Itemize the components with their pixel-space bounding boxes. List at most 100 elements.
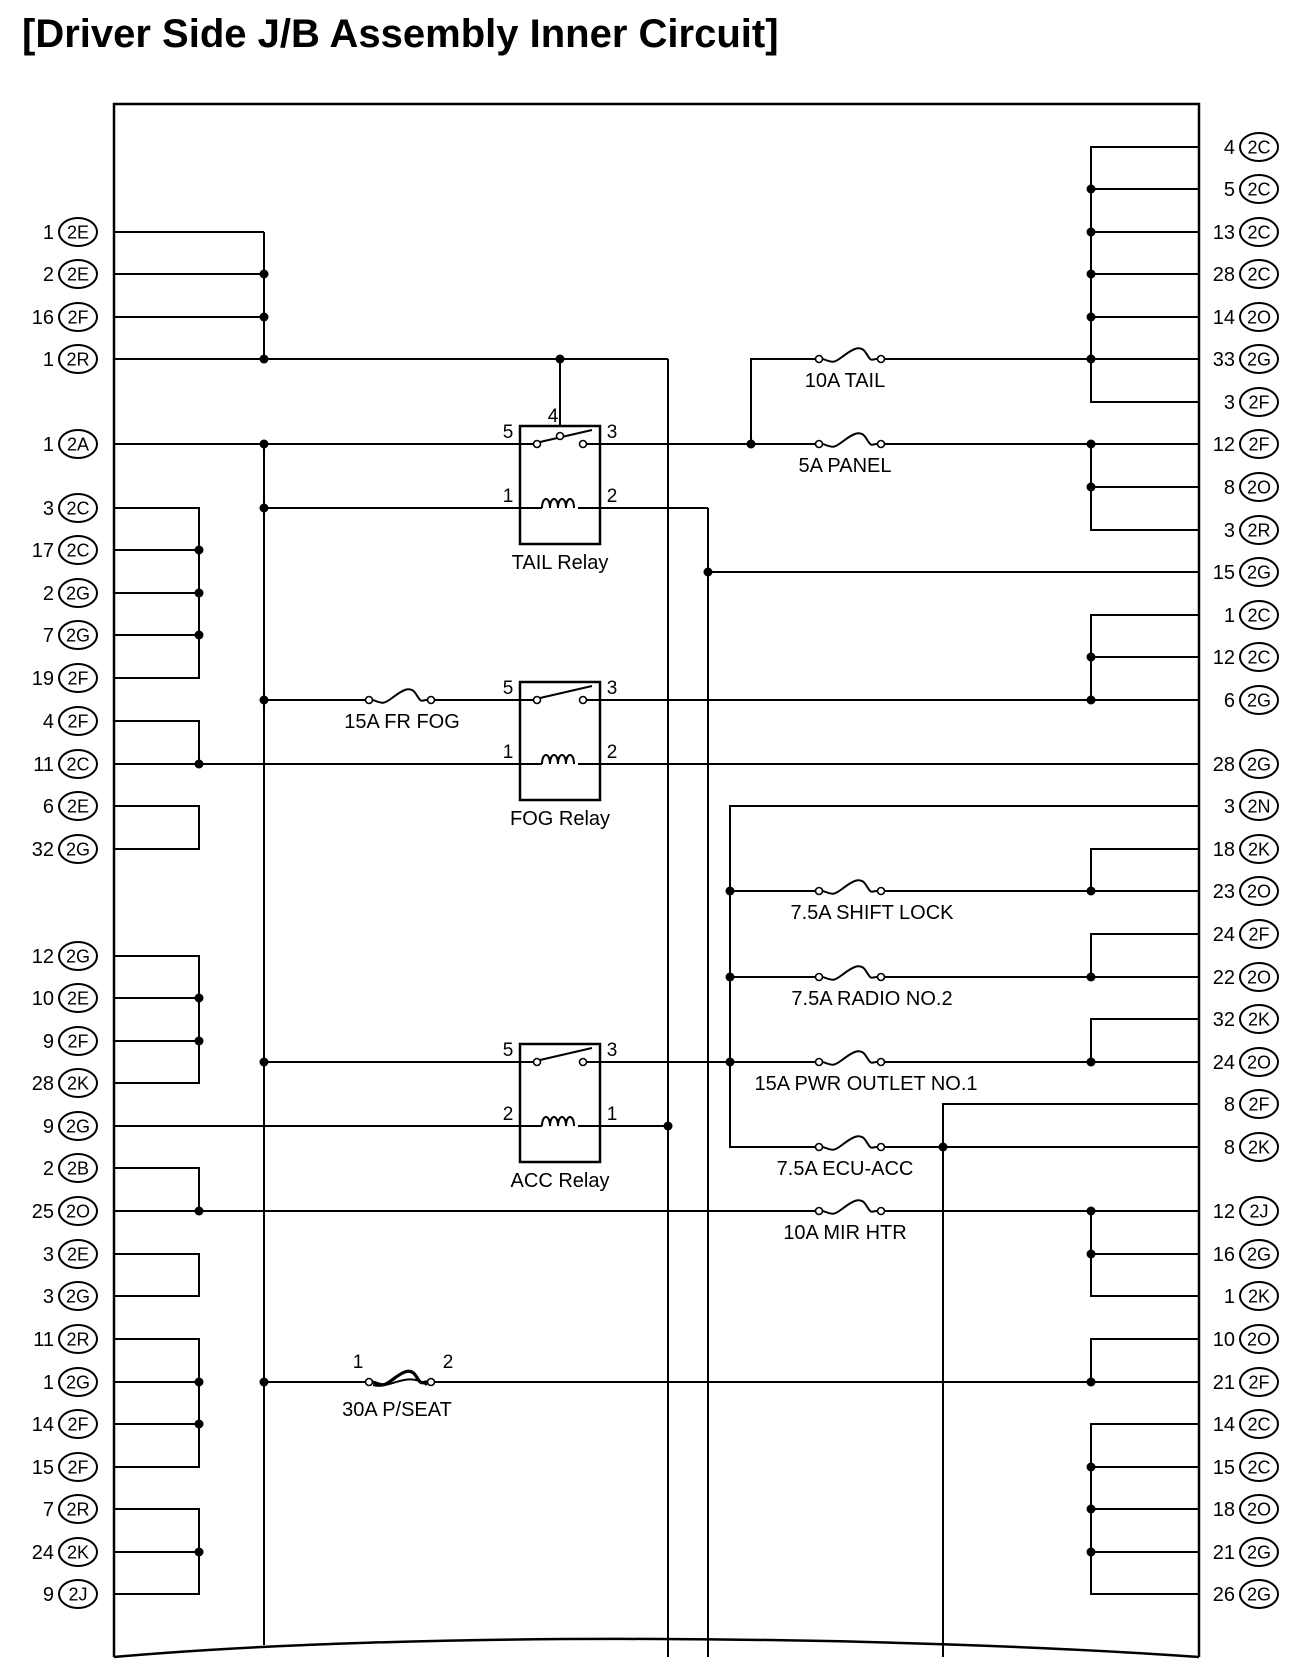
connector-id: 2F bbox=[67, 1032, 88, 1052]
connector-badge bbox=[1239, 685, 1279, 715]
pin-number: 6 bbox=[43, 796, 54, 818]
wire bbox=[1090, 848, 1199, 891]
relay-switch-arm bbox=[539, 429, 593, 443]
pin-number: 12 bbox=[32, 946, 54, 968]
connector-id: 2C bbox=[1247, 1458, 1270, 1478]
junction-dot bbox=[1086, 184, 1096, 194]
connector-badge bbox=[58, 1367, 98, 1397]
wire bbox=[114, 1253, 200, 1297]
fuse-terminal bbox=[876, 1057, 886, 1067]
fuse-element bbox=[822, 347, 878, 363]
connector-id: 2G bbox=[66, 947, 90, 967]
connector-badge bbox=[58, 663, 98, 693]
pin-number: 24 bbox=[1213, 1052, 1235, 1074]
pin-number: 16 bbox=[1213, 1244, 1235, 1266]
connector-badge bbox=[1239, 919, 1279, 949]
relay-switch-arm bbox=[539, 685, 593, 699]
relay-pin: 3 bbox=[607, 678, 618, 699]
connector-id: 2K bbox=[67, 1074, 89, 1094]
connector-badge bbox=[58, 749, 98, 779]
pin-number: 8 bbox=[1224, 1094, 1235, 1116]
fuse-element bbox=[822, 879, 878, 895]
connector-badge bbox=[1239, 876, 1279, 906]
fuse: 15A FR FOG bbox=[344, 688, 460, 733]
pin-number: 3 bbox=[43, 498, 54, 520]
connector-badge bbox=[1239, 1196, 1279, 1226]
junction-dot bbox=[259, 1377, 269, 1387]
pin-number: 14 bbox=[1213, 307, 1235, 329]
pin-number: 12 bbox=[1213, 647, 1235, 669]
connector-id: 2C bbox=[66, 755, 89, 775]
connector-id: 2F bbox=[1248, 393, 1269, 413]
pin-number: 3 bbox=[1224, 520, 1235, 542]
connector-id: 2R bbox=[66, 350, 89, 370]
connector-badge bbox=[1239, 600, 1279, 630]
frame-bottom-edge bbox=[113, 1637, 1200, 1659]
connector-badge bbox=[58, 1026, 98, 1056]
fuse-pin: 2 bbox=[443, 1352, 454, 1373]
fuse-terminal bbox=[814, 354, 824, 364]
connector-badge bbox=[58, 1281, 98, 1311]
connector-id: 2O bbox=[1247, 1330, 1271, 1350]
fuse: 7.5A SHIFT LOCK bbox=[790, 879, 954, 924]
connector-id: 2F bbox=[1248, 1095, 1269, 1115]
fuse-terminal bbox=[364, 695, 374, 705]
relay-pin: 4 bbox=[548, 406, 559, 427]
junction-dot bbox=[194, 759, 204, 769]
connector-badge bbox=[1239, 302, 1279, 332]
pin-number: 10 bbox=[32, 988, 54, 1010]
pin-number: 1 bbox=[43, 1372, 54, 1394]
connector-badge bbox=[58, 941, 98, 971]
pin-number: 32 bbox=[32, 839, 54, 861]
junction-dot bbox=[1086, 439, 1096, 449]
pin-number: 28 bbox=[32, 1073, 54, 1095]
junction-dot bbox=[725, 886, 735, 896]
connector-badge bbox=[1239, 1409, 1279, 1439]
junction-dots bbox=[194, 184, 1096, 1557]
relay-pin: 3 bbox=[607, 1040, 618, 1061]
junction-dot bbox=[746, 439, 756, 449]
pin-number: 3 bbox=[43, 1244, 54, 1266]
connector-id: 2O bbox=[1247, 968, 1271, 988]
junction-dot bbox=[194, 1036, 204, 1046]
connector-badge bbox=[1239, 1132, 1279, 1162]
pin-number: 24 bbox=[32, 1542, 54, 1564]
connector-id: 2O bbox=[1247, 308, 1271, 328]
connector-id: 2E bbox=[67, 265, 89, 285]
junction-dot bbox=[1086, 1249, 1096, 1259]
connector-id: 2R bbox=[66, 1500, 89, 1520]
connector-badge bbox=[1239, 1239, 1279, 1269]
connector-id: 2F bbox=[67, 308, 88, 328]
connector-id: 2G bbox=[66, 840, 90, 860]
connector-id: 2E bbox=[67, 223, 89, 243]
junction-dot bbox=[1086, 695, 1096, 705]
relay-contact bbox=[578, 439, 588, 449]
wire bbox=[114, 1167, 200, 1211]
connector-badge bbox=[1239, 472, 1279, 502]
pin-number: 1 bbox=[43, 434, 54, 456]
fuse-element bbox=[372, 688, 428, 704]
pin-number: 2 bbox=[43, 1158, 54, 1180]
wire bbox=[1090, 1338, 1199, 1383]
connector-badge bbox=[1239, 557, 1279, 587]
connector-badge bbox=[58, 578, 98, 608]
